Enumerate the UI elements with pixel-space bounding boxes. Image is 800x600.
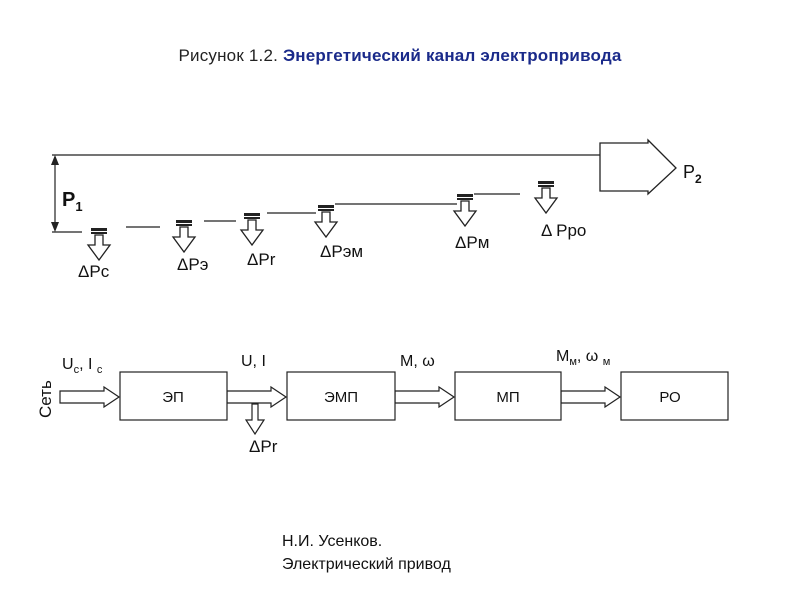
output-power-arrow: [599, 138, 677, 196]
loss-label-pm: ΔPм: [455, 233, 489, 252]
block-ep-label: ЭП: [162, 389, 184, 406]
block-ep: [119, 371, 228, 421]
arrow-ep-emp: [226, 385, 288, 409]
figure-title: Рисунок 1.2. Энергетический канал электр…: [0, 46, 800, 66]
footer: Н.И. Усенков. Электрический привод: [282, 530, 451, 576]
loss-label-pr: ΔPr: [247, 250, 276, 269]
branch-loss-label: ΔPr: [249, 437, 278, 456]
signal-u-i: U, I: [241, 353, 266, 370]
signal-m-omega: M, ω: [400, 353, 435, 370]
figure-label: Рисунок 1.2.: [178, 46, 279, 65]
block-mp-label: МП: [496, 389, 519, 406]
block-mp: [454, 371, 562, 421]
loss-label-pe: ΔPэ: [177, 255, 208, 274]
loss-label-pc: ΔPc: [78, 262, 110, 281]
loss-arrow-pr: [240, 212, 264, 246]
loss-arrow-pc: [87, 227, 111, 261]
block-emp: [286, 371, 396, 421]
block-diagram: Сеть ЭП ЭМП МП РО Uс, I с U, I M, ω Mм, …: [36, 348, 729, 456]
signal-uc-ic: Uс, I с: [62, 356, 103, 376]
p2-label: P2: [683, 162, 702, 186]
arrow-mp-ro: [560, 385, 622, 409]
p1-label: P1: [62, 189, 83, 214]
footer-course: Электрический привод: [282, 556, 451, 573]
figure-name: Энергетический канал электропривода: [283, 46, 622, 65]
block-emp-label: ЭМП: [324, 389, 358, 406]
block-ro-label: РО: [659, 389, 680, 406]
block-ro: [620, 371, 729, 421]
loss-arrow-pm: [453, 193, 477, 227]
energy-channel: P1 P2 ΔPc ΔPэ ΔPr ΔPэм ΔPм Δ Pро: [51, 138, 702, 281]
footer-author: Н.И. Усенков.: [282, 533, 383, 550]
input-arrow: [59, 385, 121, 409]
signal-mm-omegam: Mм, ω м: [556, 348, 610, 368]
loss-label-pro: Δ Pро: [541, 221, 586, 240]
loss-arrow-pem: [314, 204, 338, 238]
branch-loss-arrow: [244, 403, 266, 436]
loss-arrow-pe: [172, 219, 196, 253]
loss-label-pem: ΔPэм: [320, 242, 363, 261]
grid-input-label: Сеть: [36, 380, 55, 418]
arrow-emp-mp: [394, 385, 456, 409]
loss-arrow-pro: [534, 180, 558, 214]
